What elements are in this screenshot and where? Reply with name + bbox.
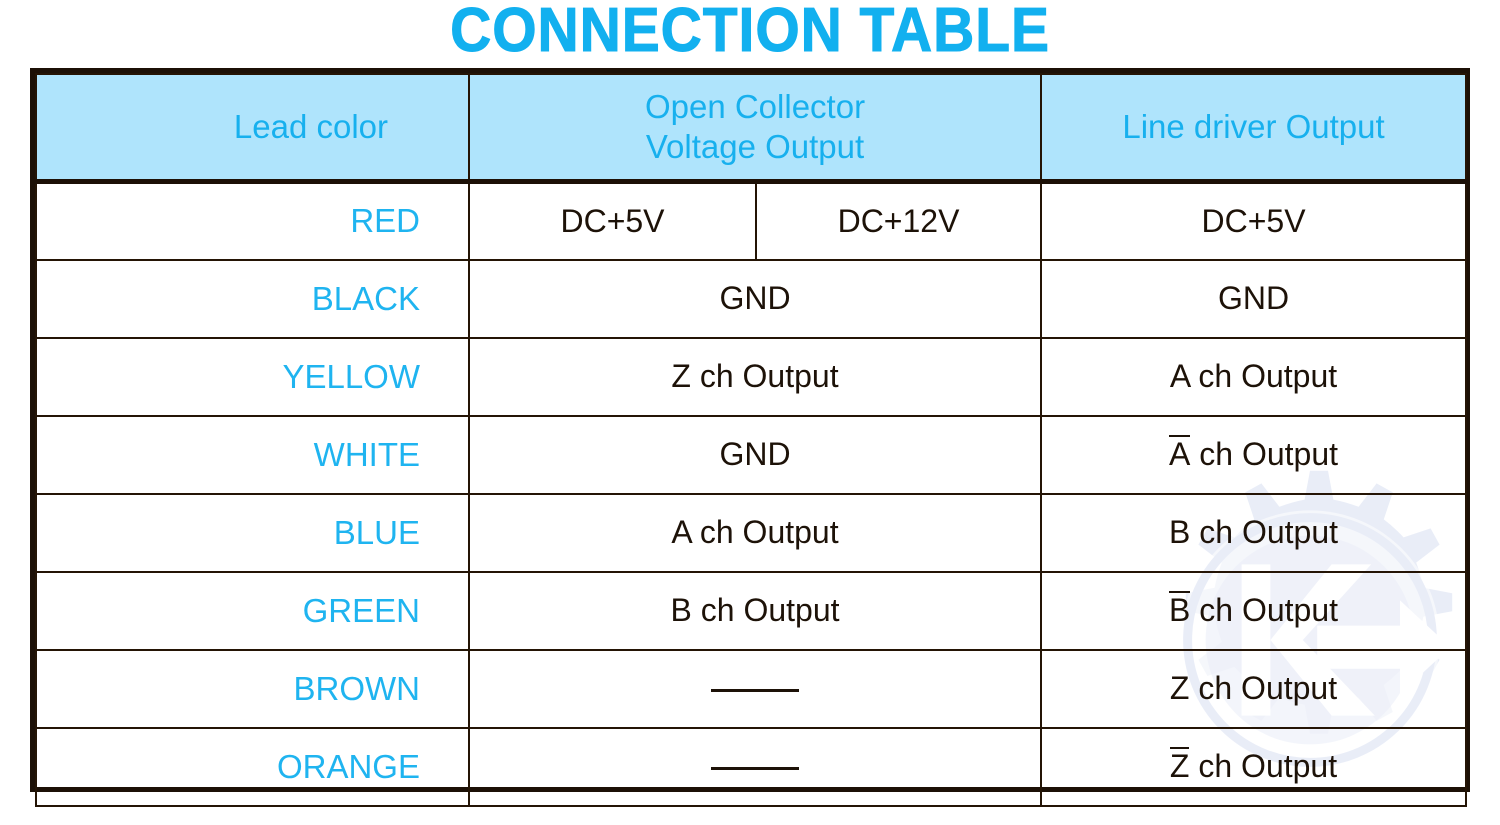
page-title: CONNECTION TABLE [450, 0, 1050, 65]
dash-icon [711, 689, 799, 693]
cell-line-driver: Z ch Output [1040, 648, 1468, 729]
cell-lead-color: WHITE [35, 414, 470, 495]
cell-lead-color: BLACK [35, 258, 470, 339]
cell-open-collector: GND [467, 414, 1043, 495]
dash-icon [711, 767, 799, 771]
cell-line-driver: Z ch Output [1040, 726, 1468, 807]
cell-line-driver-text: ch Output [1190, 436, 1338, 472]
cell-line-driver: B ch Output [1040, 492, 1468, 573]
table-row: BROWN Z ch Output [35, 648, 1468, 729]
table-header: Lead color Open Collector Voltage Output… [35, 73, 1468, 184]
cell-open-collector-dash [467, 726, 1043, 807]
connection-table-container: Lead color Open Collector Voltage Output… [30, 68, 1470, 807]
cell-open-collector-12v: DC+12V [754, 180, 1043, 261]
cell-lead-color: GREEN [35, 570, 470, 651]
column-header-open-collector-line1: Open Collector [644, 88, 866, 125]
cell-line-driver: A ch Output [1040, 336, 1468, 417]
cell-open-collector-dash [467, 648, 1043, 729]
cell-line-driver: DC+5V [1040, 180, 1468, 261]
column-header-open-collector: Open Collector Voltage Output [467, 73, 1043, 184]
cell-line-driver: A ch Output [1040, 414, 1468, 495]
page-title-bar: CONNECTION TABLE [0, 0, 1500, 62]
cell-open-collector: B ch Output [467, 570, 1043, 651]
cell-lead-color: BLUE [35, 492, 470, 573]
cell-lead-color: BROWN [35, 648, 470, 729]
connection-table: Lead color Open Collector Voltage Output… [35, 73, 1468, 807]
cell-lead-color: YELLOW [35, 336, 470, 417]
cell-line-driver: B ch Output [1040, 570, 1468, 651]
column-header-lead-color: Lead color [35, 73, 470, 184]
header-row: Lead color Open Collector Voltage Output… [35, 73, 1468, 184]
cell-line-driver-text: ch Output [1189, 748, 1338, 784]
overline-label: A [1169, 435, 1191, 472]
cell-lead-color: RED [35, 180, 470, 261]
cell-open-collector: Z ch Output [467, 336, 1043, 417]
cell-line-driver-text: ch Output [1190, 592, 1338, 628]
overline-label: Z [1169, 747, 1190, 784]
cell-line-driver: GND [1040, 258, 1468, 339]
column-header-open-collector-line2: Voltage Output [645, 128, 865, 165]
cell-open-collector: A ch Output [467, 492, 1043, 573]
cell-open-collector-5v: DC+5V [468, 180, 757, 261]
cell-lead-color: ORANGE [35, 726, 470, 807]
table-row: ORANGE Z ch Output [35, 726, 1468, 807]
overline-label: B [1169, 591, 1191, 628]
column-header-line-driver: Line driver Output [1040, 73, 1468, 184]
cell-open-collector: GND [467, 258, 1043, 339]
